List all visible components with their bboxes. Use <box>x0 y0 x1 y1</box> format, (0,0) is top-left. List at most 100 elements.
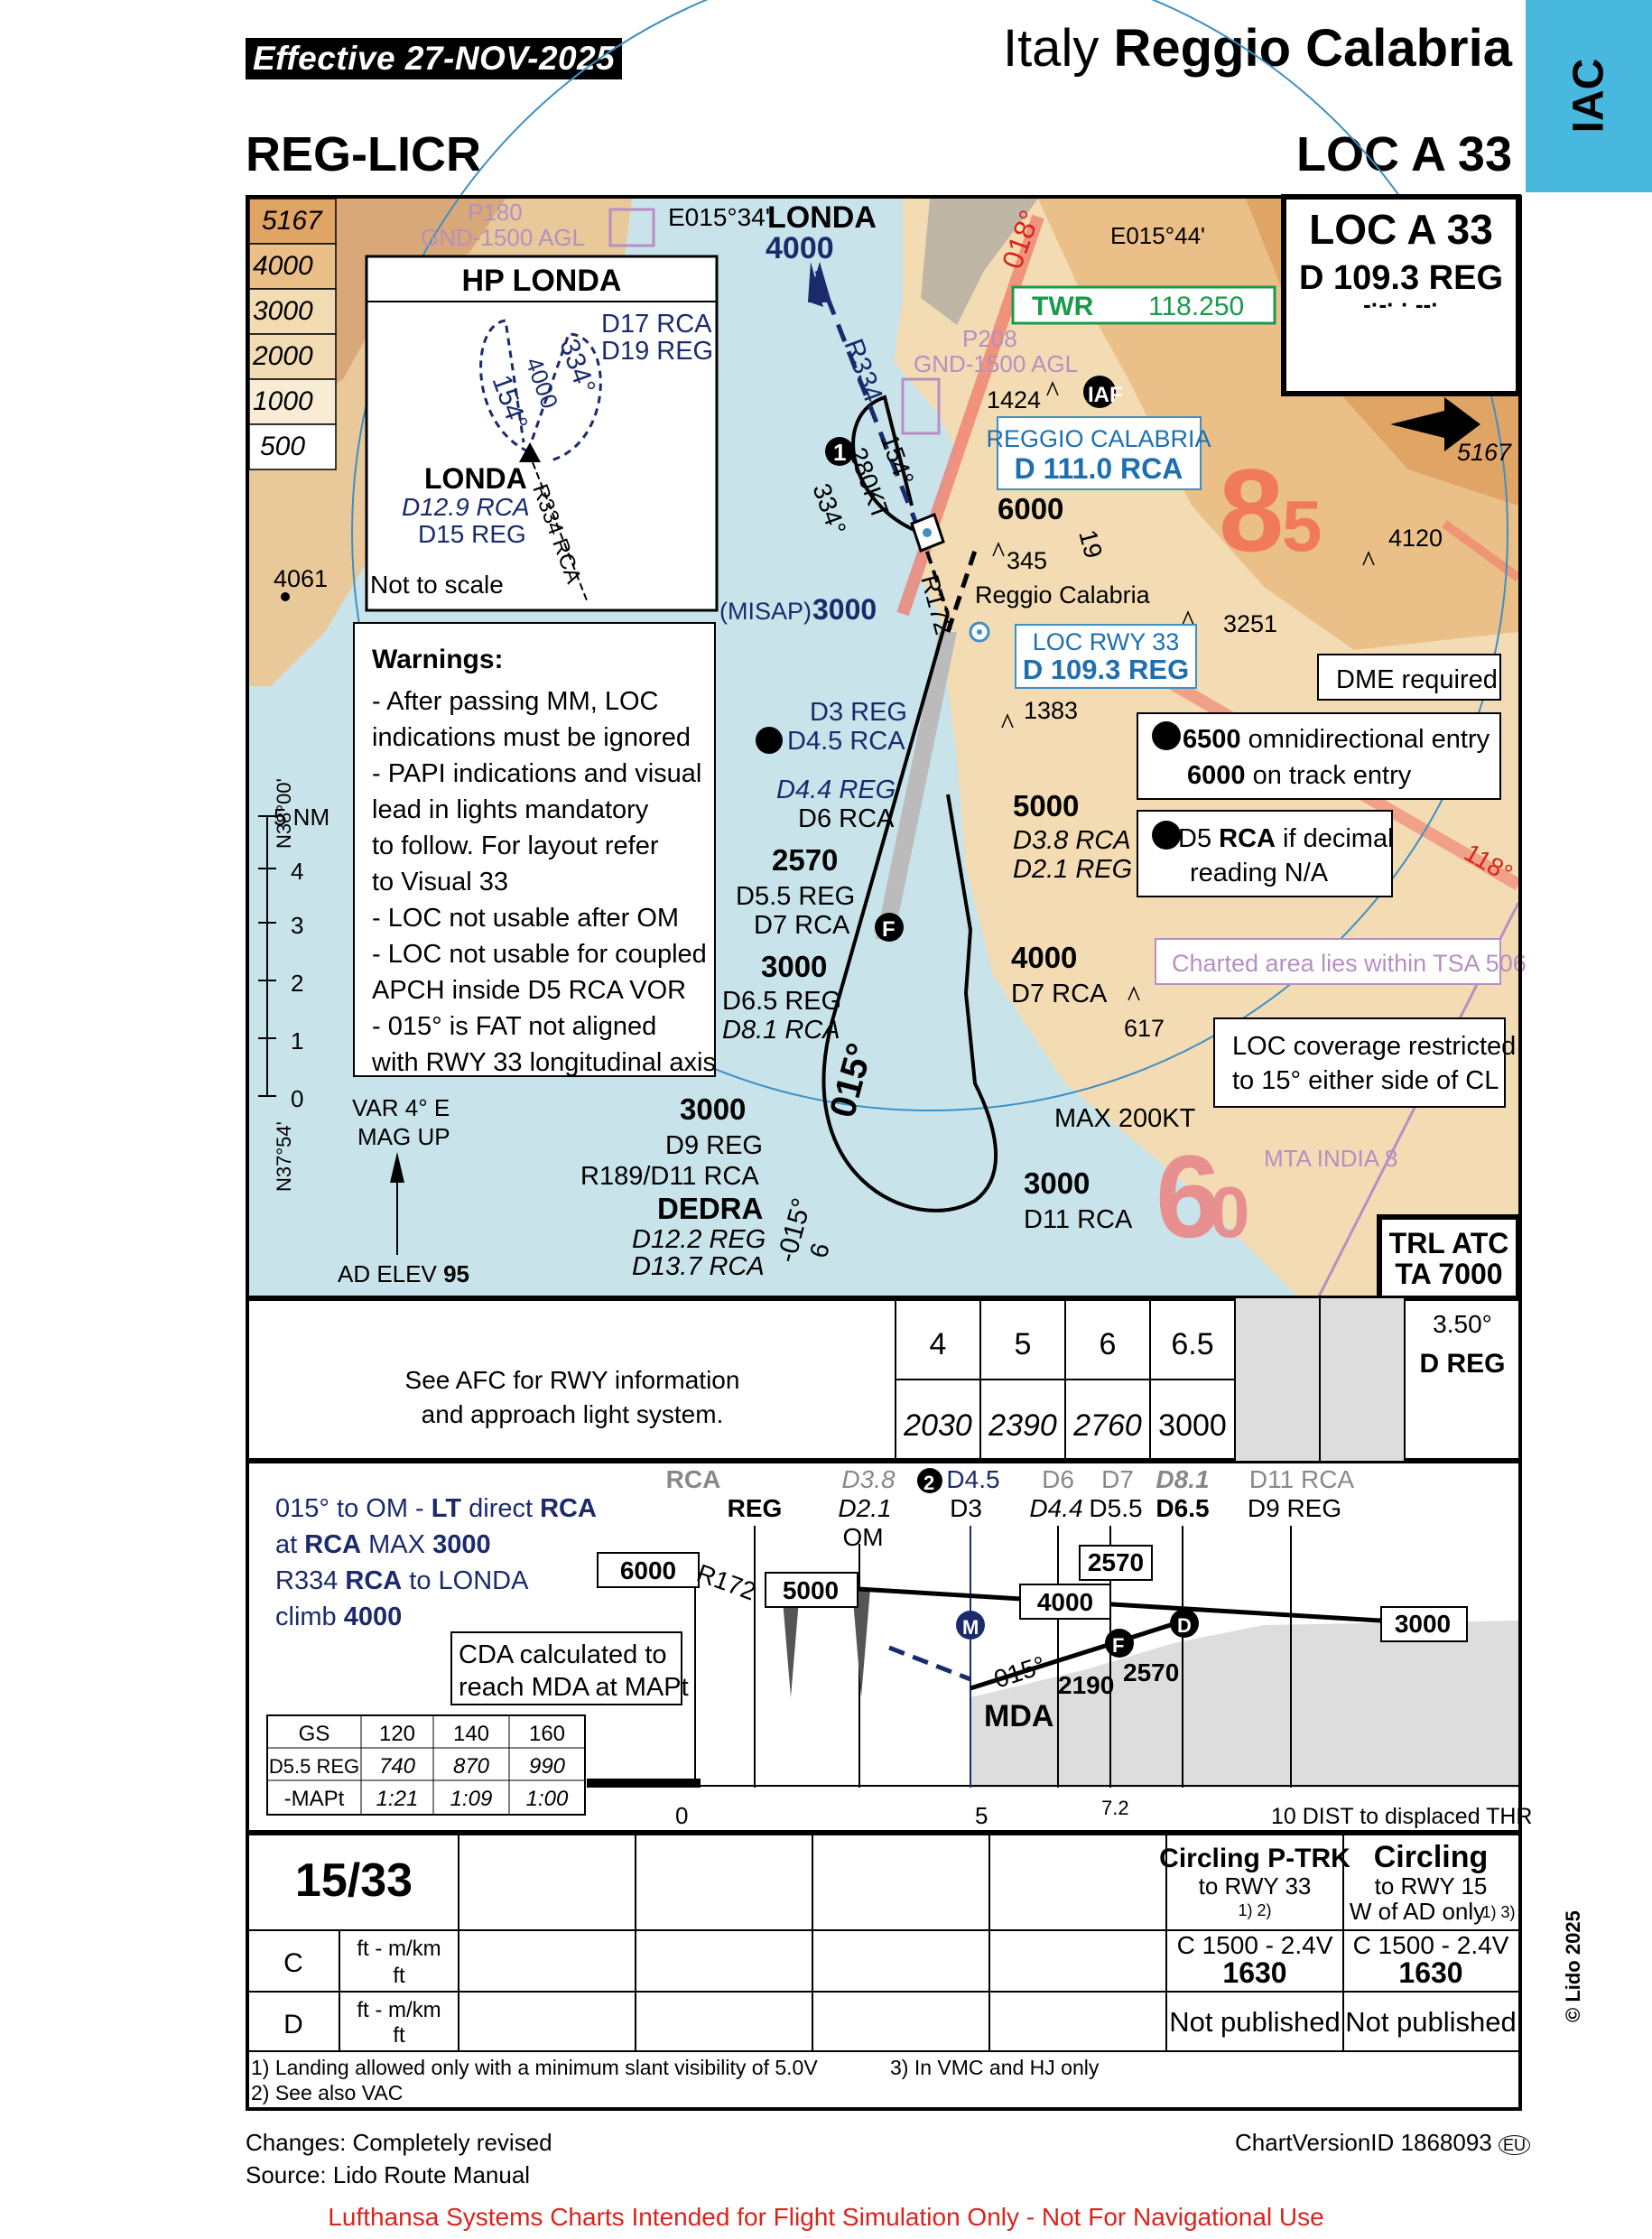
profile-alt: 2570 <box>1088 1548 1144 1576</box>
minima-value: C 1500 - 2.4V <box>1353 1931 1509 1959</box>
fix-label: D9 REG <box>665 1131 763 1160</box>
warnings-title: Warnings: <box>372 645 504 674</box>
terrain-peaks <box>992 381 1375 1001</box>
fix-name: DEDRA <box>657 1192 763 1225</box>
profile-alt: 2570 <box>1123 1658 1179 1686</box>
twr-label: TWR <box>1032 292 1094 321</box>
warning-line: to Visual 33 <box>372 868 508 897</box>
lat-label: N37°54' <box>273 1121 295 1192</box>
fix-label: D13.7 RCA <box>632 1252 765 1281</box>
profile-alt: 4000 <box>1037 1588 1093 1616</box>
distance-scale <box>258 815 276 1097</box>
area-label: P180 <box>468 199 523 226</box>
profile-label: D8.1 <box>1155 1465 1209 1493</box>
dist-cell: 5 <box>1015 1327 1032 1361</box>
warning-line: APCH inside D5 RCA VOR <box>372 976 686 1005</box>
minima-header: to RWY 15 <box>1375 1872 1488 1900</box>
area-label: GND-1500 AGL <box>914 350 1078 377</box>
scale-tick: 0 <box>291 1085 303 1112</box>
lon-label: E015°34' <box>668 203 770 231</box>
londa-alt: 4000 <box>766 231 834 265</box>
plan-notes: DME required 6500 omnidirectional entry … <box>1137 654 1527 1301</box>
mda-label: MDA <box>984 1699 1053 1733</box>
lat-label: N38°00' <box>273 778 295 849</box>
inset-f2: D15 REG <box>418 520 526 548</box>
loc-coverage-note: LOC coverage restricted <box>1232 1032 1516 1061</box>
warning-line: to follow. For layout refer <box>372 831 659 860</box>
mesh-number-85: 8 <box>1219 444 1284 576</box>
procedure-title: LOC A 33 <box>1295 127 1512 181</box>
profile-label: D2.1 <box>838 1494 891 1522</box>
fix-label: D7 RCA <box>754 911 850 940</box>
msa-level: 3000 <box>253 296 313 326</box>
fix-label: D6.5 REG <box>722 987 841 1016</box>
fix-alt: 3000 <box>680 1092 746 1126</box>
mapt-label: M <box>962 1616 979 1639</box>
inset-note: Not to scale <box>370 571 504 599</box>
minima-header: W of AD only <box>1350 1898 1485 1925</box>
footnote: 3) In VMC and HJ only <box>890 2056 1100 2079</box>
missed-approach-track <box>945 550 978 633</box>
msa-legend: 5167 4000 3000 2000 1000 500 <box>248 198 337 470</box>
distance-altitude-table: See AFC for RWY information and approach… <box>249 1296 1518 1463</box>
fix-alt: 3000 <box>761 950 827 983</box>
elevation: 1424 <box>987 386 1041 413</box>
gs-cell: -MAPt <box>284 1787 345 1811</box>
dme-note: DME required <box>1336 665 1498 694</box>
scale-label: 5 NM <box>274 804 329 831</box>
lon-label: E015°44' <box>1110 222 1205 249</box>
gs-cell: GS <box>299 1722 330 1746</box>
afc-note: See AFC for RWY information <box>405 1366 740 1394</box>
fix-alt: 4000 <box>1011 941 1077 974</box>
disclaimer: Lufthansa Systems Charts Intended for Fl… <box>328 2203 1324 2231</box>
profile-label: D6 <box>1042 1465 1074 1493</box>
svg-text:015° to OM - LT direct RCA: 015° to OM - LT direct RCA <box>275 1494 597 1523</box>
afc-note: and approach light system. <box>422 1400 724 1428</box>
msa-level: 1000 <box>253 386 313 416</box>
unit-label: ft <box>393 2023 405 2048</box>
ident-box: LOC A 33 D 109.3 REG -·-· · --· <box>1281 194 1521 396</box>
loc-name: LOC RWY 33 <box>1033 628 1180 655</box>
fix-alt: 3000 <box>1024 1166 1090 1200</box>
ident-morse: -·-· · --· <box>1363 291 1439 318</box>
msa-arrow-label: 6 <box>804 1240 835 1260</box>
cda-text: reach MDA at MAPt <box>459 1673 689 1702</box>
trl-note: TA 7000 <box>1395 1258 1502 1290</box>
minima-header: to RWY 33 <box>1199 1872 1312 1900</box>
fix-label: D4.4 REG <box>776 776 896 804</box>
scale-tick: 1 <box>291 1027 303 1054</box>
trl-note: TRL ATC <box>1389 1227 1509 1259</box>
profile-label: RCA <box>666 1465 721 1493</box>
elevation: 1383 <box>1024 697 1078 724</box>
ad-elev-value: 95 <box>443 1260 469 1287</box>
profile-label: OM <box>842 1523 883 1551</box>
warning-line: lead in lights mandatory <box>372 795 649 824</box>
elevation: 345 <box>1007 547 1047 574</box>
approach-track <box>821 395 998 1212</box>
minima-value: Not published <box>1345 2006 1517 2038</box>
profile-label: D11 RCA <box>1249 1465 1355 1493</box>
axis-tick: 5 <box>975 1802 988 1829</box>
footnote: 2) See also VAC <box>251 2081 403 2104</box>
gs-table: GS 120 140 160 D5.5 REG 740 870 990 -MAP… <box>266 1714 586 1816</box>
minima-header: 1) 3) <box>1481 1903 1515 1921</box>
elevation: 617 <box>1124 1015 1165 1042</box>
profile-label: REG <box>728 1494 783 1522</box>
warning-line: with RWY 33 longitudinal axis <box>371 1048 716 1077</box>
msa-level: 4000 <box>253 251 313 281</box>
londa-label: LONDA <box>767 200 877 235</box>
area-label: P208 <box>962 325 1017 352</box>
fix-label: D3.8 RCA <box>1013 826 1131 855</box>
profile-alt: 6000 <box>620 1556 676 1584</box>
ad-elev-label: AD ELEV <box>338 1260 437 1287</box>
iac-tab[interactable]: IAC <box>1526 0 1652 192</box>
effective-date: Effective 27-NOV-2025 <box>246 38 623 79</box>
alt-cell: 2390 <box>988 1408 1057 1443</box>
minima-table: 15/33 Circling P-TRK to RWY 33 1) 2) Cir… <box>249 1833 1518 2104</box>
londa-track <box>808 262 919 525</box>
mesh-number-60: 6 <box>1155 1130 1220 1262</box>
fix-alt: 2570 <box>772 843 838 877</box>
faf-label: F <box>882 917 896 942</box>
chart-version: ChartVersionID 1868093 EU <box>1235 2129 1530 2157</box>
dist-cell: 6 <box>1100 1327 1117 1361</box>
